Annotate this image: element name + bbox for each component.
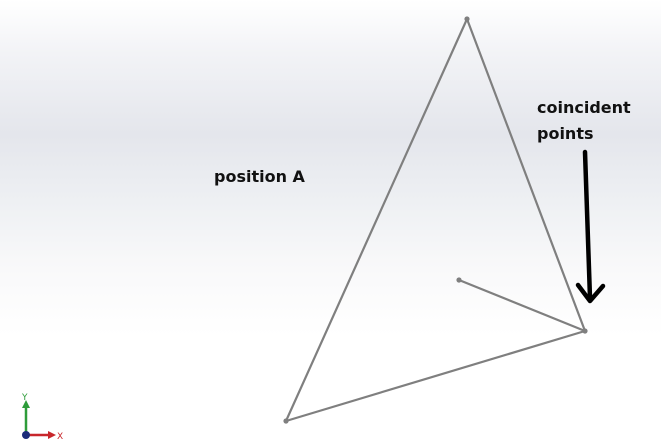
sketch-line-left[interactable]: [284, 17, 469, 423]
sketch-line-bottom[interactable]: [284, 329, 587, 423]
sketch-line-right[interactable]: [465, 17, 587, 333]
position-label: position A: [214, 167, 305, 186]
y-axis-label: Y: [21, 393, 28, 403]
sketch-point-coincident[interactable]: [582, 328, 588, 334]
triad-origin-icon: [22, 431, 30, 439]
sketch-line-inner[interactable]: [457, 278, 587, 333]
y-axis-arrow-icon: [22, 400, 30, 433]
sketch-point-bottom-left[interactable]: [283, 418, 289, 424]
coincident-label-line1: coincident: [537, 98, 631, 117]
coincident-points-label: coincident points: [537, 95, 631, 147]
annotation-arrow-icon: [575, 149, 606, 304]
reference-triad: Y X: [14, 392, 74, 444]
sketch-point-inner[interactable]: [456, 277, 462, 283]
x-axis-arrow-icon: [27, 431, 56, 439]
x-axis-label: X: [57, 432, 63, 442]
sketch-point-top[interactable]: [464, 16, 470, 22]
coincident-label-line2: points: [537, 124, 594, 143]
